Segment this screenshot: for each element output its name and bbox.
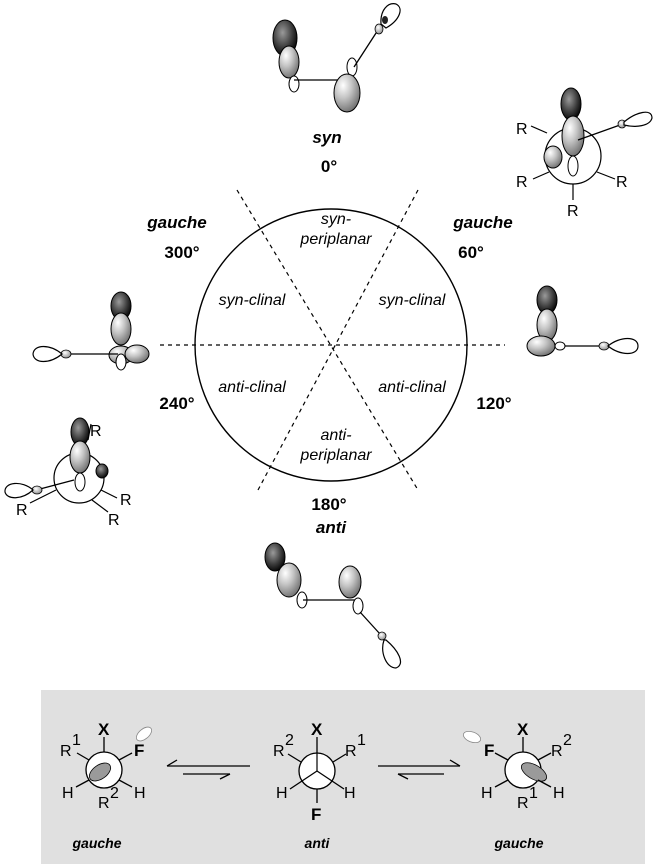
anti-R2: R: [273, 743, 285, 760]
anti-H2: H: [344, 785, 356, 802]
angle-120-degrees: 120°: [476, 394, 511, 413]
gauche60-R-4: R: [567, 203, 579, 220]
orbital-240: R R R R: [4, 417, 132, 529]
angle-gauche60-degrees: 60°: [458, 243, 484, 262]
anti-F: F: [311, 805, 321, 824]
gauche-left-X: X: [98, 720, 110, 739]
angle-240-degrees: 240°: [159, 394, 194, 413]
angle-anti-degrees: 180°: [311, 495, 346, 514]
angle-gauche300-degrees: 300°: [164, 243, 199, 262]
orbital-syn: [272, 3, 401, 113]
region-anticlinal-right: anti-clinal: [378, 379, 446, 396]
gauche60-R-2: R: [516, 174, 528, 191]
angle-syn-degrees: 0°: [321, 157, 337, 176]
gauche-right-F: F: [484, 741, 494, 760]
caption-anti: anti: [305, 835, 331, 851]
orbital-gauche-60: R R R R: [516, 87, 653, 220]
gauche-left-F: F: [134, 741, 144, 760]
anti-H1: H: [276, 785, 288, 802]
gauche-right-R2: R: [551, 743, 563, 760]
gauche60-R-1: R: [516, 121, 528, 138]
anti-X: X: [311, 720, 323, 739]
orbital-gauche-300: [32, 291, 150, 371]
angle-gauche300-name: gauche: [146, 213, 207, 232]
gauche-right-X: X: [517, 720, 529, 739]
caption-gauche-left: gauche: [71, 835, 121, 851]
region-synperiplanar-line1: syn-: [321, 211, 351, 228]
newman-gauche-left: X R 1 F H R 2 H: [60, 720, 153, 812]
region-synclinal-right: syn-clinal: [379, 292, 446, 309]
gauche-right-R1-sup: 1: [529, 785, 538, 802]
gauche-right-H1: H: [481, 785, 493, 802]
newman-anti: X R 2 R 1 H H F: [273, 720, 366, 824]
caption-gauche-right: gauche: [493, 835, 543, 851]
gauche-right-H2: H: [553, 785, 565, 802]
region-antiperiplanar-line2: periplanar: [299, 447, 372, 464]
gauche-right-R1: R: [517, 795, 529, 812]
region-synperiplanar-line2: periplanar: [299, 231, 372, 248]
angle240-R-3: R: [120, 492, 132, 509]
gauche-left-R2-sup: 2: [110, 785, 119, 802]
anti-R1: R: [345, 743, 357, 760]
angle-gauche60-name: gauche: [452, 213, 513, 232]
equilibrium-arrows-right: [378, 759, 461, 780]
gauche-left-H2: H: [134, 785, 146, 802]
anti-R1-sup: 1: [357, 732, 366, 749]
equilibrium-arrows-left: [166, 759, 250, 780]
orbital-120: [526, 285, 639, 357]
dashed-line-diagonal-2: [257, 189, 419, 491]
region-antiperiplanar-line1: anti-: [320, 427, 351, 444]
angle240-R-4: R: [108, 512, 120, 529]
gauche-left-R-sup: 1: [72, 732, 81, 749]
newman-gauche-right: X F R 2 H R 1 H: [462, 720, 572, 812]
gauche-left-H1: H: [62, 785, 74, 802]
gauche60-R-3: R: [616, 174, 628, 191]
equilibrium-panel: X R 1 F H R 2 H X: [41, 690, 645, 864]
gauche-left-R: R: [60, 743, 72, 760]
region-synclinal-left: syn-clinal: [219, 292, 286, 309]
dashed-line-diagonal-1: [236, 189, 419, 491]
angle-syn-name: syn: [312, 128, 341, 147]
angle240-R-1: R: [90, 423, 102, 440]
angle-anti-name: anti: [316, 518, 348, 537]
anti-R2-sup: 2: [285, 732, 294, 749]
region-anticlinal-left: anti-clinal: [218, 379, 286, 396]
orbital-anti: [264, 542, 401, 669]
gauche-right-R2-sup: 2: [563, 732, 572, 749]
gauche-left-R2: R: [98, 795, 110, 812]
conformation-circle: [160, 189, 505, 491]
angle240-R-2: R: [16, 502, 28, 519]
panel-background: [41, 690, 645, 864]
